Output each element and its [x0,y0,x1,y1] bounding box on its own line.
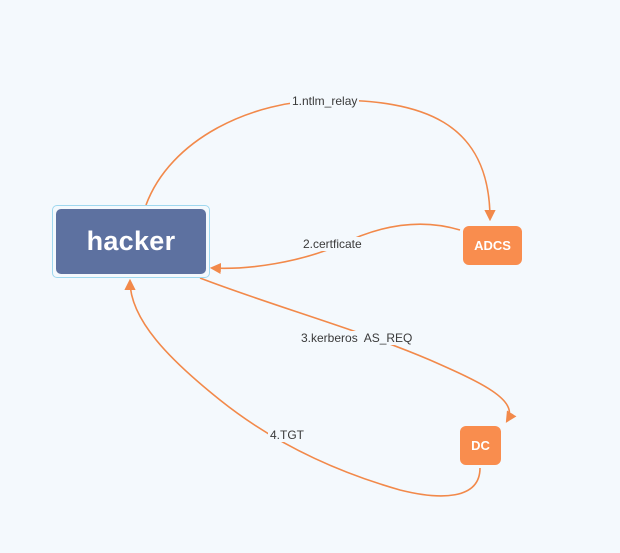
dc-node[interactable]: DC [460,426,501,465]
edge-label-kerberos-as-req: 3.kerberos AS_REQ [299,331,415,345]
hacker-node-label: hacker [86,226,176,256]
edge-kerberos-as-req [199,277,517,423]
hacker-node[interactable]: hacker [56,209,206,274]
adcs-node-label: ADCS [474,238,511,253]
edge-label-certificate: 2.certficate [301,237,364,251]
dc-node-label: DC [471,438,490,453]
edge-label-ntlm-relay: 1.ntlm_relay [290,94,360,108]
edge-ntlm-relay [145,99,496,222]
edge-tgt [124,278,481,497]
adcs-node[interactable]: ADCS [463,226,522,265]
hacker-node-selection-outline [52,205,210,278]
edge-label-tgt: 4.TGT [268,428,307,442]
